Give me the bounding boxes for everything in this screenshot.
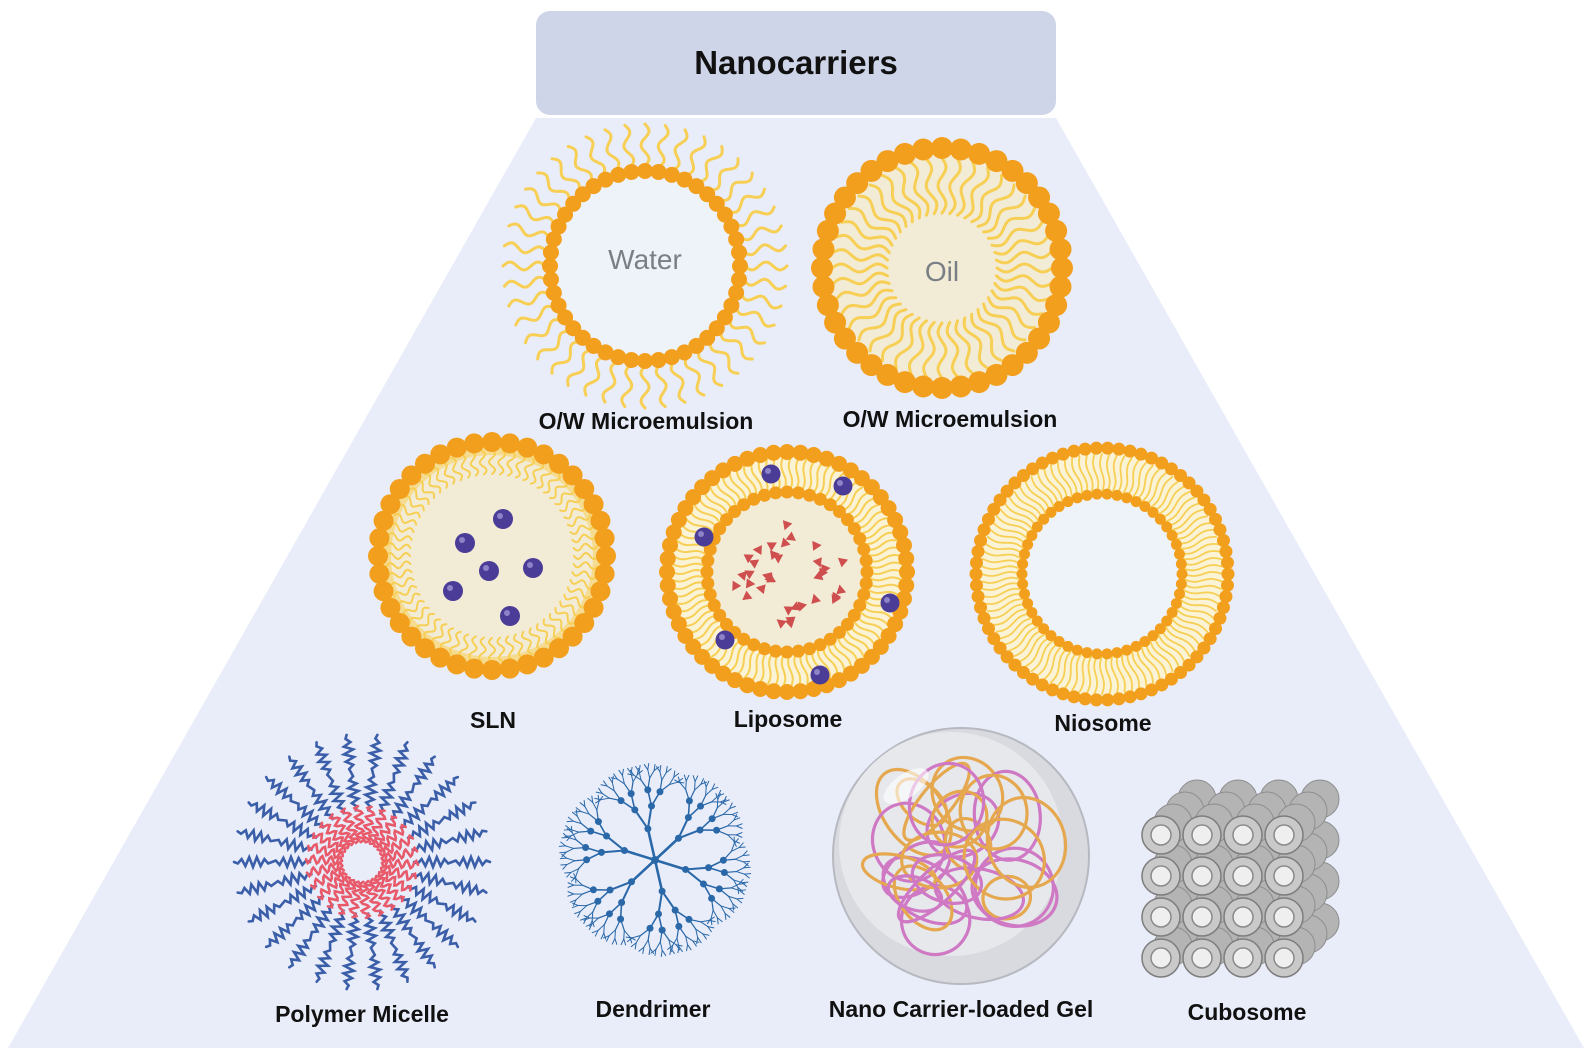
- label-niosome: Niosome: [1054, 710, 1151, 737]
- label-sln: SLN: [470, 707, 516, 734]
- label-dendrimer: Dendrimer: [595, 996, 710, 1023]
- title-box: Nanocarriers: [536, 11, 1056, 115]
- liposome-icon: [659, 444, 915, 700]
- label-ow-microemulsion-oil: O/W Microemulsion: [843, 406, 1058, 433]
- page-title: Nanocarriers: [694, 44, 898, 82]
- sln-icon: [368, 432, 616, 680]
- label-cubosome: Cubosome: [1188, 999, 1307, 1026]
- label-polymer-micelle: Polymer Micelle: [275, 1001, 449, 1028]
- label-ow-microemulsion-water: O/W Microemulsion: [539, 408, 754, 435]
- niosome-icon: [970, 442, 1235, 707]
- nano-carrier-gel-icon: [833, 728, 1089, 984]
- water-core-label: Water: [608, 244, 682, 276]
- label-nano-carrier-gel: Nano Carrier-loaded Gel: [829, 996, 1094, 1023]
- label-liposome: Liposome: [734, 706, 843, 733]
- oil-core-label: Oil: [925, 256, 959, 288]
- cubosome-icon: [1142, 780, 1339, 977]
